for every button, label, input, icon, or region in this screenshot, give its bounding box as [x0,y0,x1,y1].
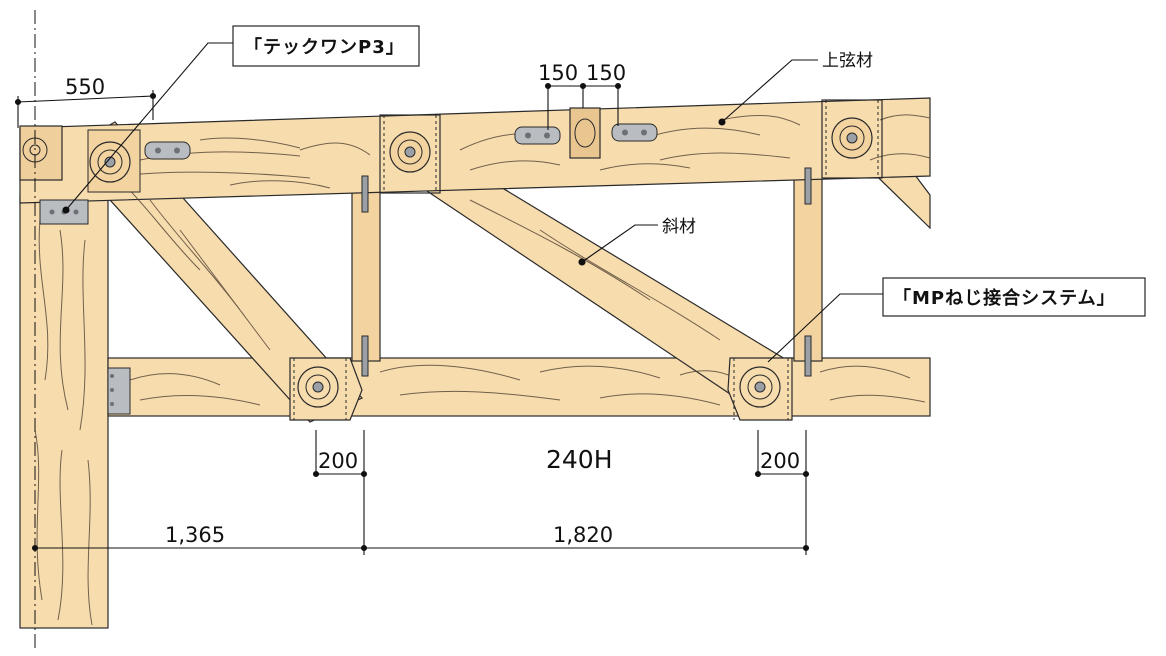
ring-connector-icon [739,366,781,408]
splice-plate-icon [514,126,561,145]
ring-connector-icon [89,141,131,183]
wood-members [19,97,931,629]
dim-150-left: 150 [538,61,578,85]
diagonal-label: 斜材 [662,217,696,237]
bolt-icon [361,167,812,377]
dim-150-right: 150 [586,61,626,85]
splice-block-icon [569,107,601,159]
mp-callout: 「MPねじ接合システム」 [882,277,1146,317]
tekku-callout-label: 「テックワンP3」 [244,36,405,58]
splice-plate-icon [144,141,191,160]
mp-joint-top-right [821,99,883,179]
dim-200-left: 200 [318,449,358,473]
ring-connector-icon [297,366,339,408]
dim-550: 550 [65,75,105,99]
mp-callout-label: 「MPねじ接合システム」 [893,287,1116,309]
height-label: 240H [546,445,613,474]
ring-connector-icon [389,131,431,173]
vertical-stud-right [793,175,823,362]
dimension-lines [14,82,810,555]
left-column [19,195,109,629]
dim-1820: 1,820 [553,523,613,547]
column-side-bracket-icon [107,367,131,415]
mp-joint-top-mid [379,114,441,194]
ring-connector-icon [831,117,873,159]
tekku-callout: 「テックワンP3」 [232,25,420,67]
leader-lines [62,42,883,363]
dim-1365: 1,365 [165,523,225,547]
splice-plate-icon [611,123,658,142]
top-chord-label: 上弦材 [822,51,873,71]
bottom-chord [107,357,931,417]
dim-200-right: 200 [760,449,800,473]
